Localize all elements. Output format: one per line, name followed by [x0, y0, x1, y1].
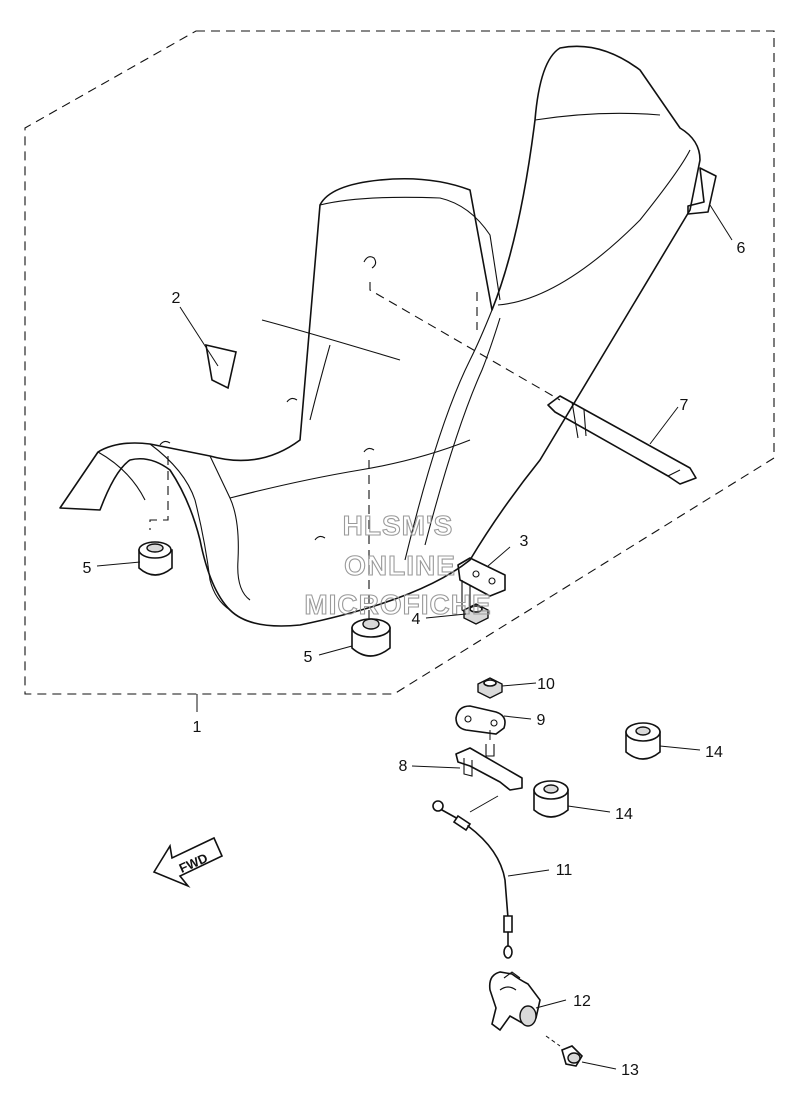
assembly-boundary [24, 30, 775, 695]
damper-rubber-center [351, 618, 391, 657]
callout-14-lower: 14 [615, 806, 633, 823]
callout-5-left: 5 [83, 560, 92, 577]
callout-7: 7 [680, 397, 689, 414]
callout-3: 3 [520, 533, 529, 550]
bolt-13 [545, 1035, 584, 1067]
watermark-line-1: HLSM'S [343, 510, 454, 541]
watermark-line-2: ONLINE [344, 550, 456, 581]
callouts: 1 2 3 4 5 5 6 7 8 9 10 11 12 13 14 14 [83, 240, 746, 1079]
callout-1: 1 [193, 719, 202, 736]
callout-4: 4 [412, 611, 421, 628]
callout-10: 10 [537, 676, 555, 693]
callout-14-upper: 14 [705, 744, 723, 761]
seat-lock-assembly [488, 971, 541, 1032]
callout-13: 13 [621, 1062, 639, 1079]
seat-lock-cable [432, 795, 513, 959]
seat-strap-tab [687, 167, 717, 215]
forward-arrow-icon: FWD [152, 836, 224, 888]
nut-10 [477, 677, 503, 699]
lock-plate [455, 705, 506, 735]
lock-bracket [455, 730, 523, 791]
flange-nut [463, 603, 489, 625]
damper-rubber-left [138, 541, 173, 576]
label-sticker [205, 343, 237, 390]
damper-rubber-14-lower [533, 780, 569, 818]
callout-11: 11 [556, 862, 573, 879]
callout-8: 8 [399, 758, 408, 775]
callout-6: 6 [737, 240, 746, 257]
seat-belt-strap [547, 395, 697, 485]
callout-5-center: 5 [304, 649, 313, 666]
seat-assembly [59, 45, 717, 627]
callout-12: 12 [573, 993, 591, 1010]
leader-lines [96, 204, 733, 1070]
watermark: HLSM'S ONLINE MICROFICHE [304, 509, 491, 620]
damper-rubber-14-upper [625, 722, 661, 760]
watermark-line-3: MICROFICHE [304, 589, 491, 620]
callout-9: 9 [537, 712, 546, 729]
callout-2: 2 [172, 290, 181, 307]
